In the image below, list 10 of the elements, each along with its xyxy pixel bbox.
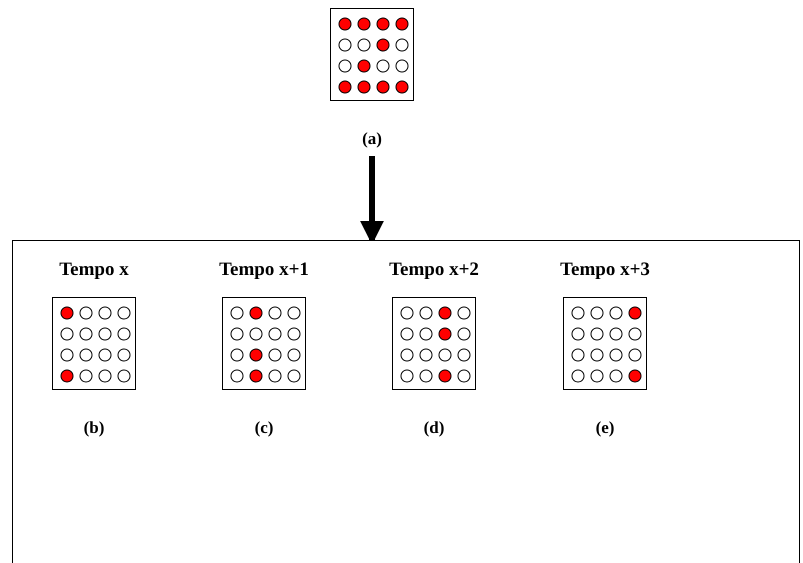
panel-caption: (b) — [82, 418, 106, 438]
panel-caption: (e) — [594, 418, 616, 438]
panel-frame — [12, 240, 800, 563]
time-step-heading: Tempo x+2 — [388, 259, 480, 281]
time-step-heading: Tempo x — [58, 259, 130, 281]
panel-caption: (d) — [422, 418, 446, 438]
panel-caption: (c) — [254, 418, 274, 438]
time-step-heading: Tempo x+3 — [559, 259, 651, 281]
time-step-heading: Tempo x+1 — [218, 259, 310, 281]
panel-caption: (a) — [361, 129, 383, 149]
